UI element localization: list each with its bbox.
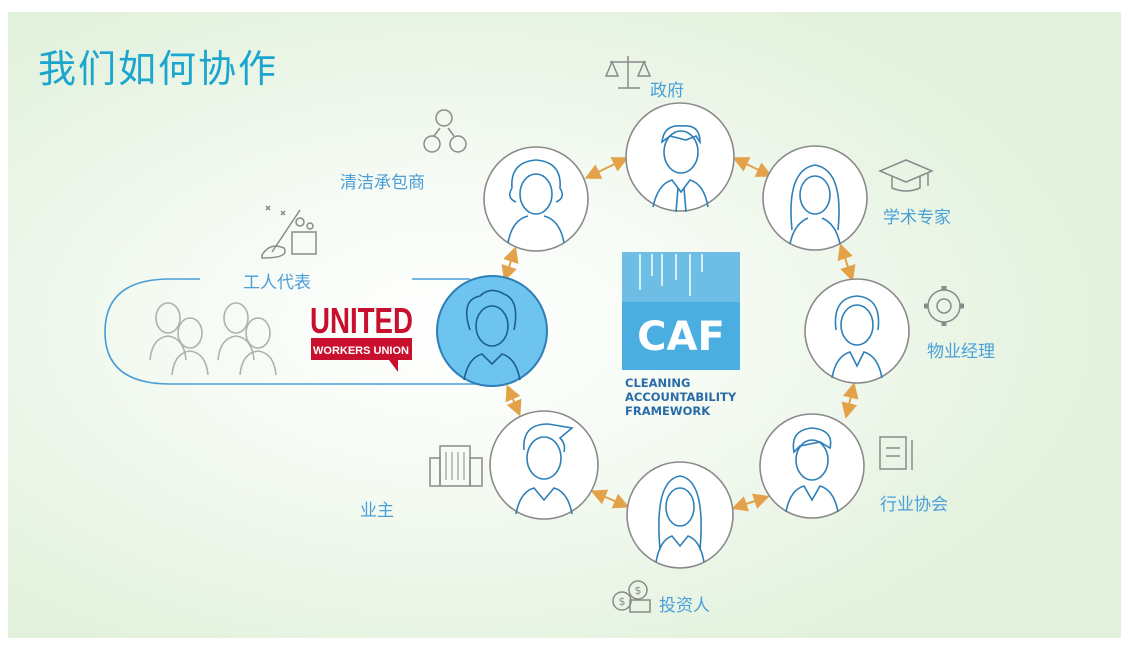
worker-person-icon bbox=[463, 289, 521, 381]
circle-contractor bbox=[483, 146, 589, 252]
gear-icon bbox=[924, 286, 964, 326]
investor-person-icon bbox=[655, 475, 705, 563]
worker-group-icon bbox=[149, 302, 277, 376]
connector-arrows bbox=[501, 157, 859, 512]
circle-government bbox=[625, 102, 735, 213]
slide-canvas bbox=[8, 12, 1121, 638]
label-industry-association: 行业协会 bbox=[880, 495, 948, 515]
union-logo-top: UNITED bbox=[310, 300, 413, 341]
academic-person-icon bbox=[789, 164, 841, 245]
circle-worker-rep bbox=[436, 275, 548, 387]
arrow-contractor-worker bbox=[501, 246, 519, 282]
building-icon bbox=[429, 445, 483, 487]
cleaning-icon bbox=[261, 205, 317, 259]
industry-person-icon bbox=[785, 427, 839, 513]
property-manager-person-icon bbox=[831, 295, 883, 379]
owner-person-icon bbox=[515, 423, 574, 515]
label-worker-rep: 工人代表 bbox=[243, 273, 311, 293]
arrow-property-industry bbox=[841, 382, 859, 419]
circle-owner bbox=[489, 410, 599, 520]
arrow-worker-owner bbox=[505, 384, 522, 417]
circle-industry-association bbox=[759, 413, 865, 519]
caf-logo-caption: CLEANING ACCOUNTABILITY FRAMEWORK bbox=[625, 376, 736, 418]
caf-caption-line3: FRAMEWORK bbox=[625, 404, 711, 418]
money-icon: $ $ bbox=[612, 580, 651, 613]
circle-investor bbox=[626, 461, 734, 569]
arrow-contractor-government bbox=[584, 157, 629, 179]
caf-logo: CAF bbox=[622, 252, 740, 370]
caf-caption-line1: CLEANING bbox=[625, 376, 691, 390]
svg-text:$: $ bbox=[635, 584, 642, 597]
svg-text:$: $ bbox=[619, 595, 626, 608]
arrow-government-academic bbox=[732, 157, 773, 177]
arrow-academic-property bbox=[837, 243, 856, 282]
circle-property-manager bbox=[804, 278, 910, 384]
book-icon bbox=[879, 436, 913, 470]
label-academic: 学术专家 bbox=[883, 208, 951, 228]
arrow-investor-owner bbox=[590, 489, 630, 509]
united-workers-union-logo: UNITED WORKERS UNION bbox=[310, 300, 413, 372]
label-contractor: 清洁承包商 bbox=[340, 173, 425, 193]
government-person-icon bbox=[652, 125, 709, 213]
label-government: 政府 bbox=[650, 81, 684, 101]
contractor-person-icon bbox=[507, 159, 565, 244]
label-investor: 投资人 bbox=[659, 596, 710, 616]
team-icon bbox=[423, 109, 467, 153]
circle-academic bbox=[762, 145, 868, 251]
caf-caption-line2: ACCOUNTABILITY bbox=[625, 390, 737, 404]
graduation-cap-icon bbox=[878, 159, 934, 192]
scales-icon bbox=[604, 56, 652, 89]
label-owner: 业主 bbox=[360, 501, 394, 521]
union-logo-bottom: WORKERS UNION bbox=[313, 345, 409, 357]
caf-logo-letters: CAF bbox=[637, 314, 725, 360]
page-title: 我们如何协作 bbox=[38, 47, 279, 91]
arrow-industry-investor bbox=[731, 493, 770, 512]
label-property-manager: 物业经理 bbox=[927, 342, 995, 362]
